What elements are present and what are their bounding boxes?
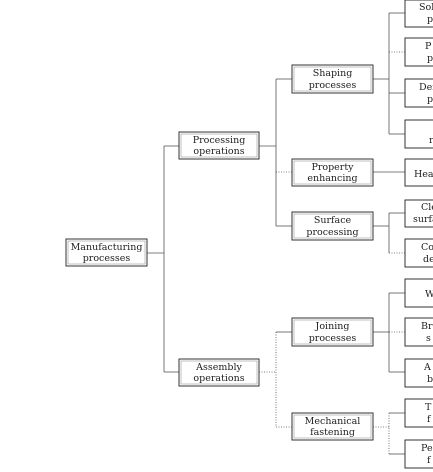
node-leaf-coating: Co de [404, 238, 433, 268]
node-leaf-deformation: Def p [404, 78, 433, 108]
node-label-line1: Co [421, 242, 433, 253]
node-label-line1: A [423, 362, 431, 373]
node-leaf-adhesive: A b [404, 358, 433, 388]
node-label-line2: f [427, 414, 432, 425]
node-label-line2: fastening [310, 427, 355, 438]
node-label-line1: Br [421, 321, 433, 332]
node-label-line1: Manufacturing [71, 242, 143, 253]
node-label-line2: operations [193, 373, 244, 384]
node-label-line1: Soli [419, 2, 433, 13]
node-label-line2: processes [83, 253, 131, 264]
node-label-line2: s [426, 333, 431, 344]
node-label-line2: f [427, 455, 432, 466]
tree-connectors [147, 12, 405, 455]
node-leaf-cleaning: Cle surfa [404, 199, 433, 228]
node-label-line2: enhancing [307, 173, 357, 184]
node-label-line2: b [427, 374, 433, 385]
node-leaf-material-removal: r [404, 119, 433, 149]
node-label-line2: operations [193, 146, 244, 157]
node-label-line2: de [423, 254, 433, 265]
node-processing-operations: Processing operations [178, 131, 260, 160]
node-property-enhancing: Property enhancing [291, 158, 374, 187]
node-surface-processing: Surface processing [291, 211, 374, 241]
node-label-line1: Cle [421, 202, 433, 213]
node-leaf-heat: Heat [404, 158, 433, 187]
node-label-line1: P [425, 41, 432, 52]
node-leaf-particulate: P p [404, 37, 433, 67]
node-label-line1: Assembly [195, 362, 242, 373]
node-label-line1: W [425, 289, 433, 300]
node-label-line2: p [427, 94, 433, 105]
node-leaf-solid: Soli p [404, 0, 433, 28]
node-label-line1: Shaping [313, 68, 353, 79]
node-manufacturing-processes: Manufacturing processes [65, 238, 148, 267]
node-label-line2: processes [309, 80, 357, 91]
node-assembly-operations: Assembly operations [178, 358, 260, 387]
node-leaf-permanent: Pe f [404, 439, 433, 469]
node-label-line1: Heat [414, 169, 433, 180]
node-label-line2: processing [306, 227, 358, 238]
node-label-line1: Surface [314, 215, 352, 226]
node-leaf-welding: W [404, 278, 433, 308]
node-label-line1: Pe [421, 443, 433, 454]
node-joining-processes: Joining processes [291, 317, 374, 347]
node-label-line1: Mechanical [305, 416, 361, 427]
node-label-line2: p [427, 53, 433, 64]
node-label-line2: processes [309, 333, 357, 344]
node-label-line1: Def [419, 82, 433, 93]
node-mechanical-fastening: Mechanical fastening [291, 412, 374, 441]
node-leaf-threaded: T f [404, 398, 433, 428]
node-label-line2: r [429, 135, 433, 146]
node-label-line1: Processing [193, 135, 246, 146]
node-label-line1: Property [311, 162, 354, 173]
node-label-line2: surfa [413, 214, 433, 225]
node-leaf-brazing: Br s [404, 317, 433, 347]
node-label-line1: Joining [315, 321, 350, 332]
node-shaping-processes: Shaping processes [291, 64, 374, 94]
node-label-line2: p [427, 14, 433, 25]
node-label-line1: T [425, 402, 432, 413]
